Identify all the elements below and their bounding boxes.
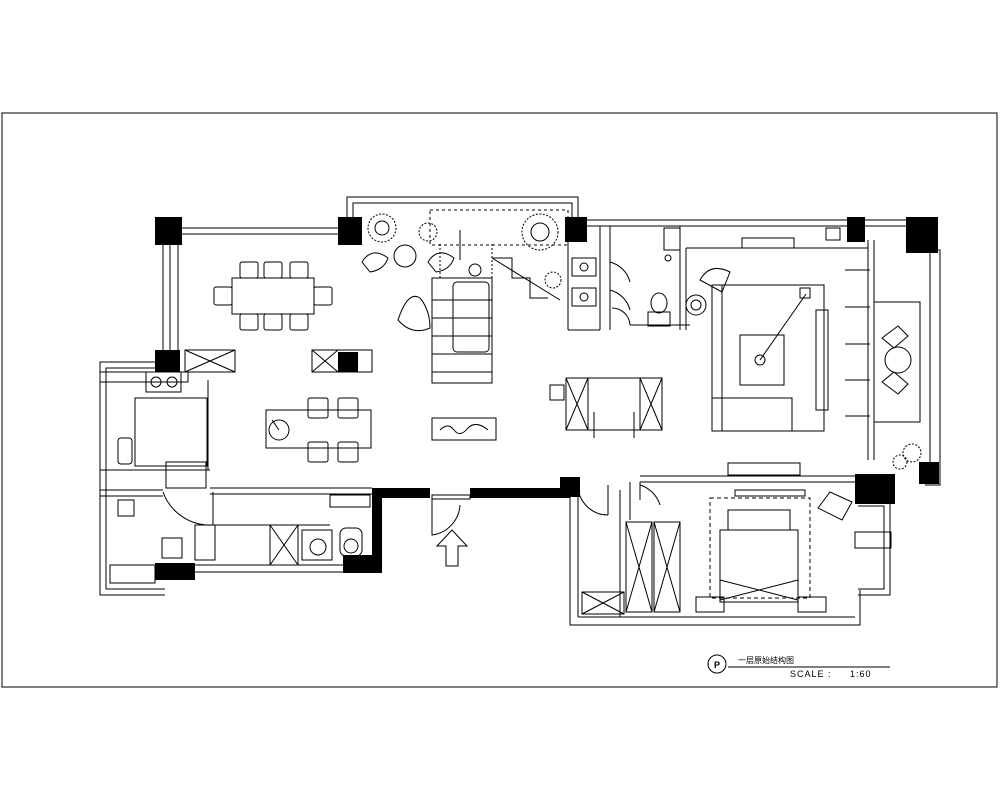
kitchen-area: [109, 349, 236, 584]
side-dining-set: [873, 301, 921, 423]
structural-columns: [155, 217, 939, 580]
scale-value: 1:60: [850, 669, 872, 679]
bathroom: [571, 227, 681, 327]
drawing-symbol-circle: [707, 654, 727, 674]
tv-console: [549, 377, 663, 438]
dining-table: [213, 261, 333, 331]
living-room-sofa: [685, 267, 829, 432]
balcony-stair: [361, 209, 569, 441]
drawing-symbol-letter: P: [714, 660, 720, 670]
drawing-frame: [1, 112, 998, 688]
utility-room: [194, 494, 371, 566]
side-cabinet: [311, 349, 373, 373]
scale-label: SCALE :: [790, 669, 832, 679]
interior-partitions: [99, 226, 870, 617]
up-arrow-icon: [435, 529, 469, 567]
top-cabinet: [741, 227, 841, 249]
tea-table: [265, 397, 372, 463]
drawing-title: 一层原始结构图: [738, 655, 794, 665]
title-block: P 一层原始结构图 SCALE : 1:60: [707, 654, 890, 679]
bedroom: [581, 462, 892, 615]
potted-plants: [367, 213, 922, 470]
door-swings: [162, 261, 661, 536]
